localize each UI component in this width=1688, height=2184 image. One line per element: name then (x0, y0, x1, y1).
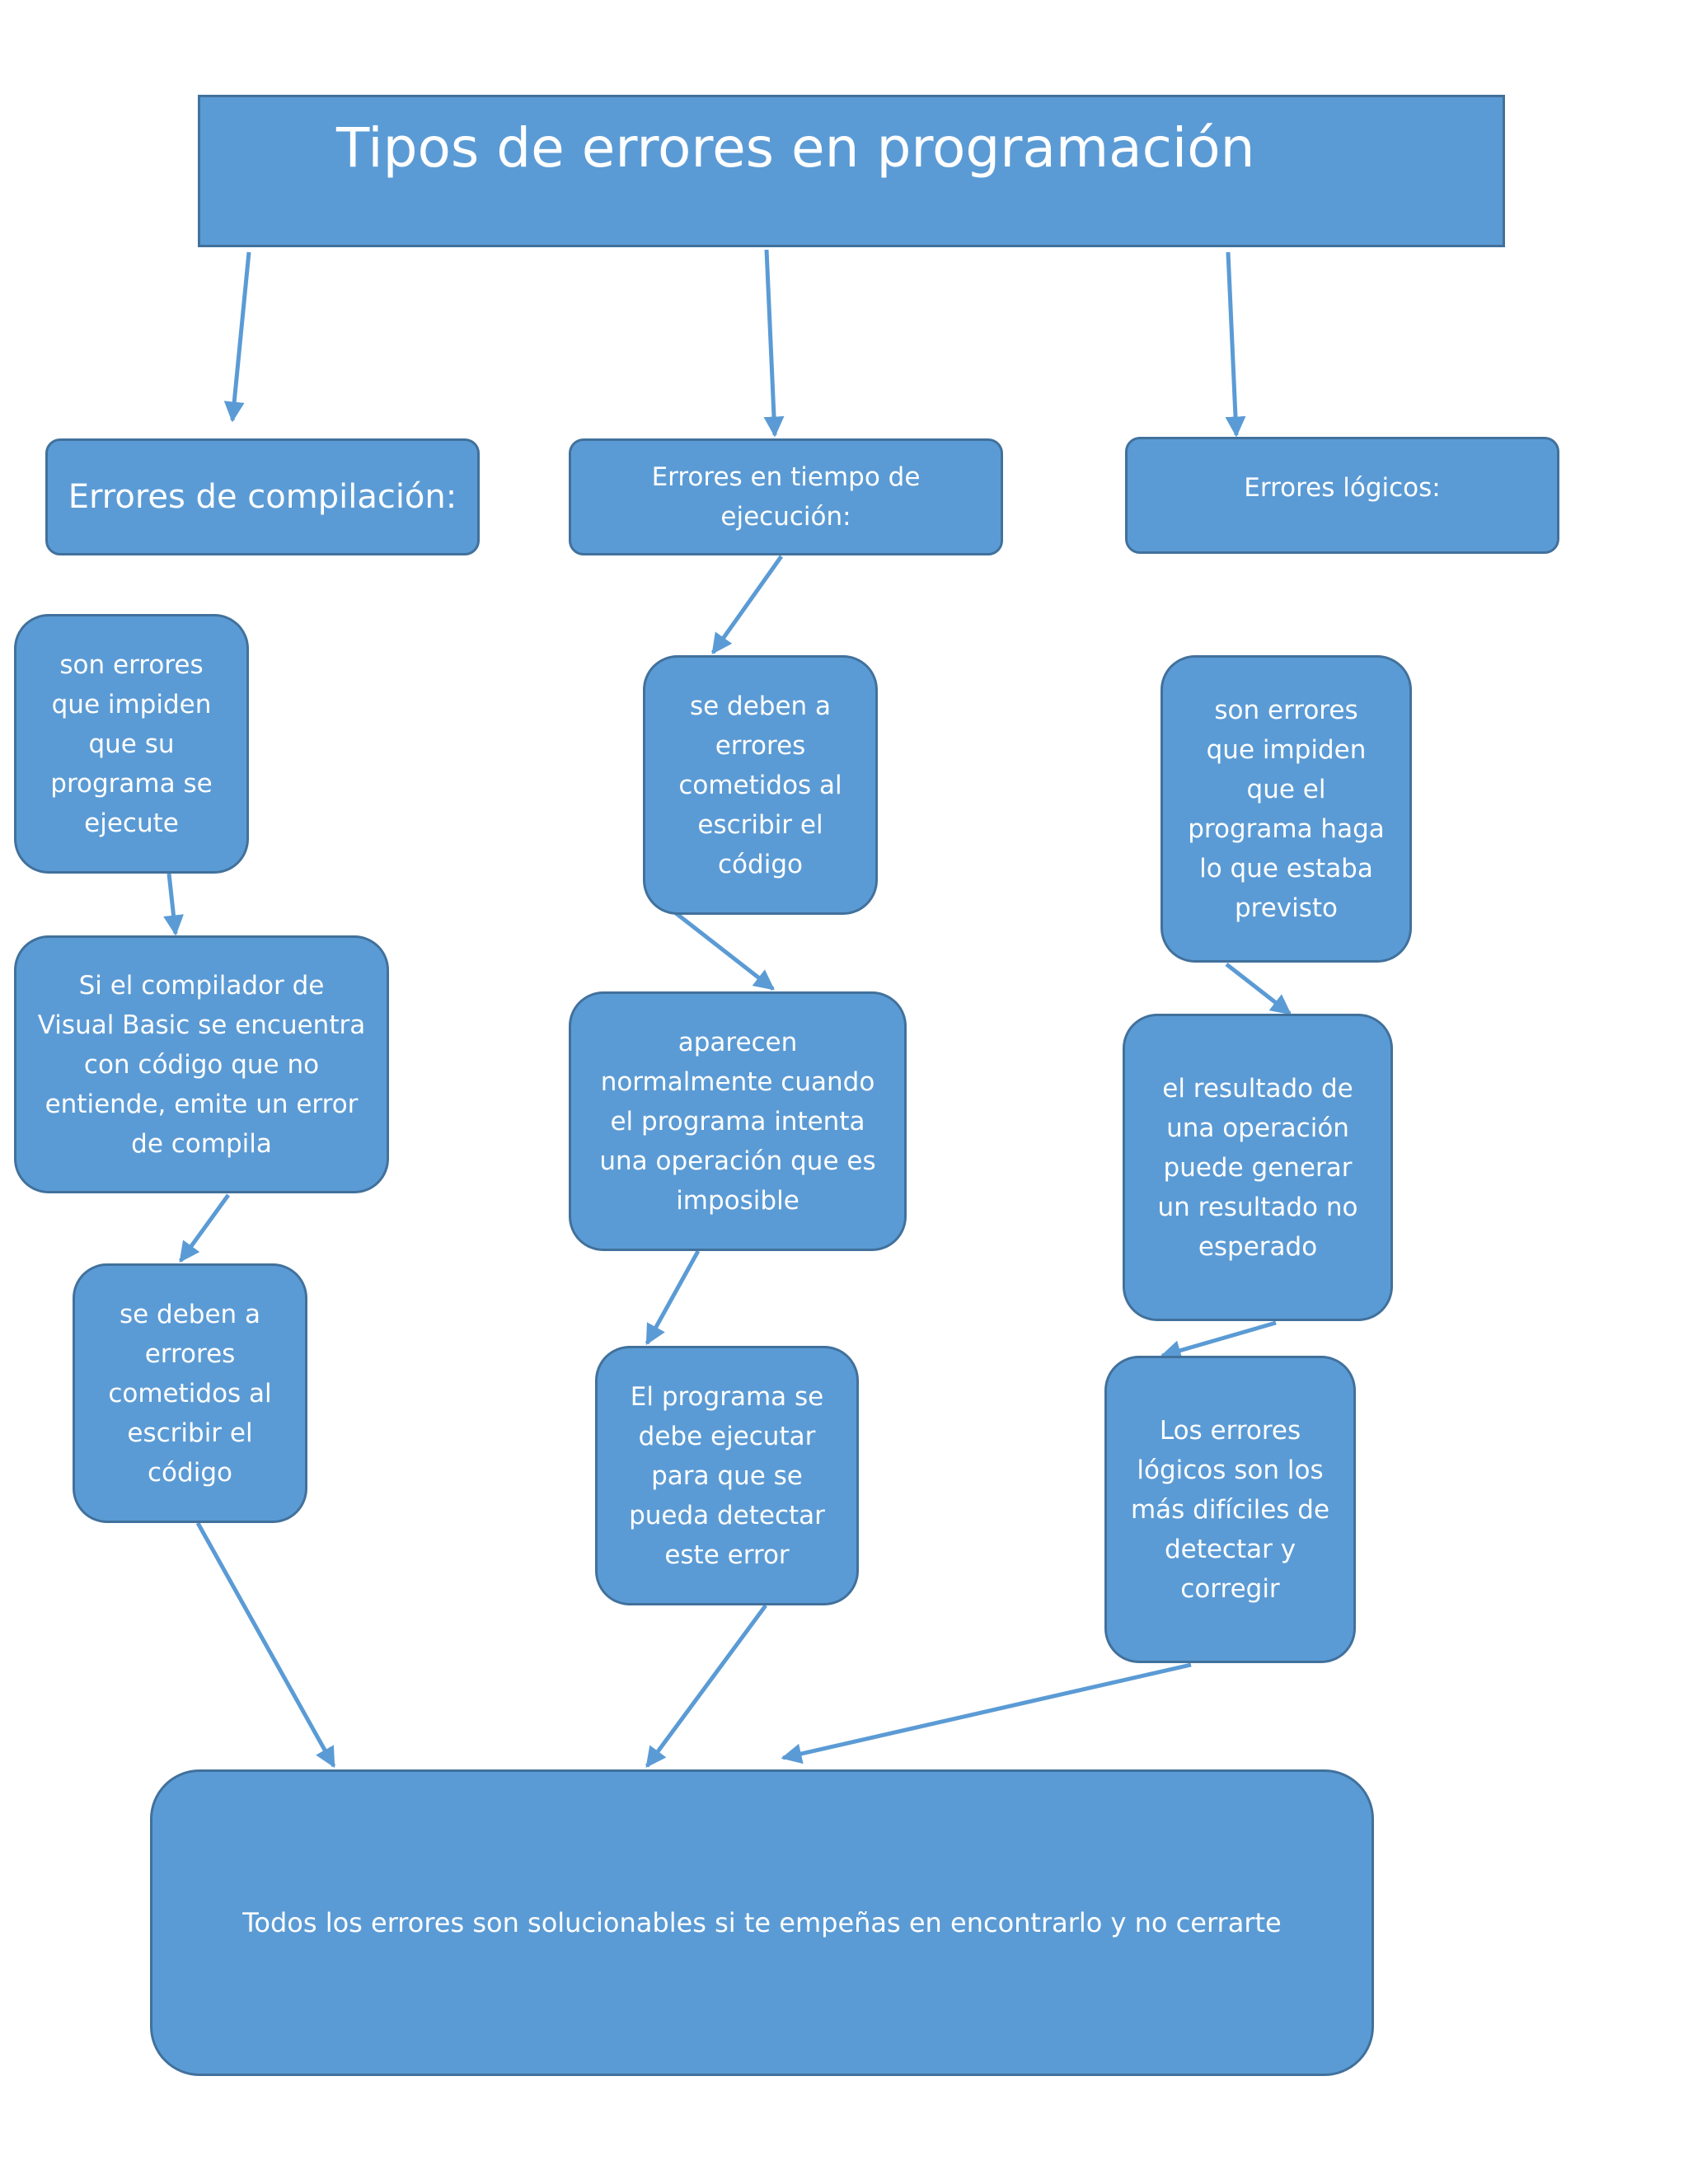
logicos-box-2: el resultado de una operación puede gene… (1123, 1014, 1393, 1321)
arrow-compilacion-1-to-2 (163, 873, 184, 936)
arrow-compilacion-2-to-3 (178, 1193, 231, 1263)
arrow-logicos-1-to-2 (1225, 963, 1292, 1015)
ejecucion-box-2: aparecen normalmente cuando el programa … (569, 991, 907, 1251)
diagram-title: Tipos de errores en programación (198, 95, 1505, 247)
arrow-ejecucion-2-to-3 (645, 1249, 701, 1346)
arrow-ejecucion-1-to-2 (674, 912, 775, 991)
logicos-box-3: Los errores lógicos son los más difícile… (1104, 1356, 1356, 1663)
ejecucion-box-1: se deben a errores cometidos al escribir… (643, 655, 878, 915)
arrow-title-to-ejecucion (763, 249, 785, 438)
category-logicos: Errores lógicos: (1125, 437, 1559, 554)
compilacion-box-2: Si el compilador de Visual Basic se encu… (14, 935, 389, 1193)
compilacion-box-3: se deben a errores cometidos al escribir… (73, 1263, 307, 1523)
arrow-logicos-2-to-3 (1160, 1320, 1277, 1361)
arrow-logicos-3-to-final (781, 1662, 1192, 1765)
ejecucion-box-3: El programa se debe ejecutar para que se… (595, 1346, 859, 1605)
conclusion-box: Todos los errores son solucionables si t… (150, 1769, 1374, 2076)
logicos-box-1: son errores que impiden que el programa … (1160, 655, 1412, 963)
compilacion-box-1: son errores que impiden que su programa … (14, 614, 249, 874)
arrow-title-to-logicos (1225, 251, 1246, 438)
category-ejecucion: Errores en tiempo de ejecución: (569, 438, 1003, 555)
arrow-ejecucion-3-to-final (645, 1604, 768, 1769)
arrow-ejecucion-cat-to-1 (710, 555, 784, 655)
category-compilacion: Errores de compilación: (45, 438, 480, 555)
arrow-title-to-compilacion (223, 251, 251, 423)
arrow-compilacion-3-to-final (195, 1521, 336, 1769)
